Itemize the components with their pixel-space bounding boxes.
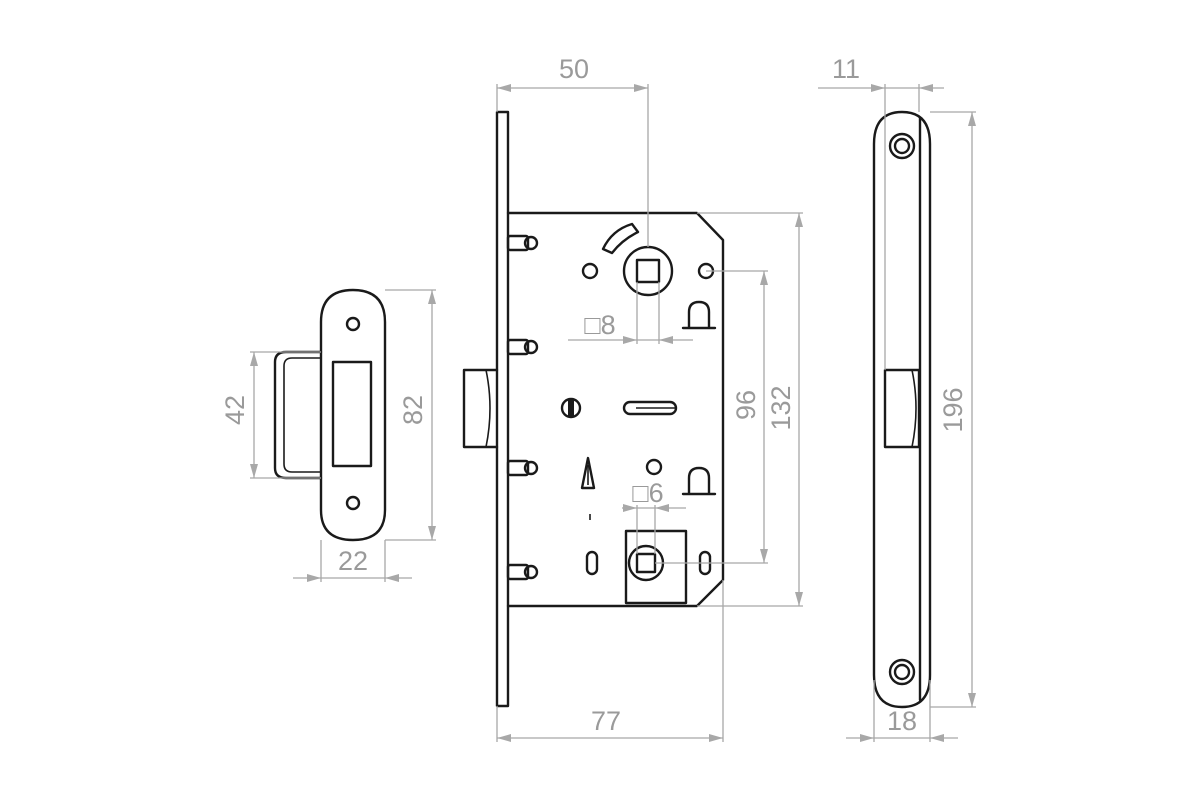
strike-lip: [273, 350, 323, 480]
latch-bolt: [462, 368, 499, 449]
rivet: [506, 459, 539, 477]
faceplate-rivets: [506, 234, 539, 581]
lock-dimensions: [496, 84, 803, 742]
dim-11-label: 11: [832, 54, 860, 84]
dim-18-label: 18: [887, 706, 917, 736]
pin-hole: [645, 458, 663, 476]
square-symbol: □: [632, 478, 649, 508]
lock-body: [462, 110, 725, 708]
lever-spring: [580, 456, 596, 490]
lock-faceplate: [495, 110, 510, 708]
rivet: [506, 234, 539, 252]
rivet: [506, 563, 539, 581]
dim-77-label: 77: [591, 706, 621, 736]
faceplate-dimensions: [818, 84, 976, 742]
faceplate-screw-bottom: [888, 658, 916, 686]
strike-screw-hole-bottom: [345, 495, 361, 511]
strike-plate-outline: [319, 288, 387, 542]
dim-82-label: 82: [398, 395, 428, 425]
dim-132-label: 132: [766, 385, 796, 430]
turn-follower: [624, 529, 688, 605]
slot-u: [681, 466, 717, 496]
dim-196-label: 196: [938, 387, 968, 432]
handle-follower: [622, 245, 674, 297]
dim-22-label: 22: [338, 546, 368, 576]
slot-vertical: [585, 550, 599, 576]
horizontal-slot: [622, 400, 678, 416]
mount-hole: [581, 262, 599, 280]
lock-case: [506, 211, 725, 608]
dim-96-label: 96: [731, 390, 761, 420]
faceplate-outline: [872, 110, 932, 709]
strike-lip-inner: [283, 357, 321, 473]
screw: [560, 397, 582, 419]
dim-square-8-label: □8: [584, 310, 615, 340]
slot-u: [681, 300, 717, 330]
faceplate-screw-top: [888, 132, 916, 160]
square-symbol: □: [584, 310, 601, 340]
strike-latch-hole: [331, 360, 373, 468]
latch-bolt-bevel: [485, 369, 491, 448]
dim-50-label: 50: [559, 54, 589, 84]
faceplate-latch-window: [883, 368, 921, 449]
square-8-value: 8: [601, 310, 616, 340]
dim-square-6-label: □6: [632, 478, 663, 508]
faceplate-front: [872, 110, 932, 709]
square-6-value: 6: [649, 478, 664, 508]
spring-hook: [601, 222, 640, 255]
rivet: [506, 338, 539, 356]
strike-screw-hole-top: [345, 316, 361, 332]
strike-plate: [273, 288, 387, 542]
strike-dimensions: [250, 289, 436, 582]
dim-42-label: 42: [220, 395, 250, 425]
